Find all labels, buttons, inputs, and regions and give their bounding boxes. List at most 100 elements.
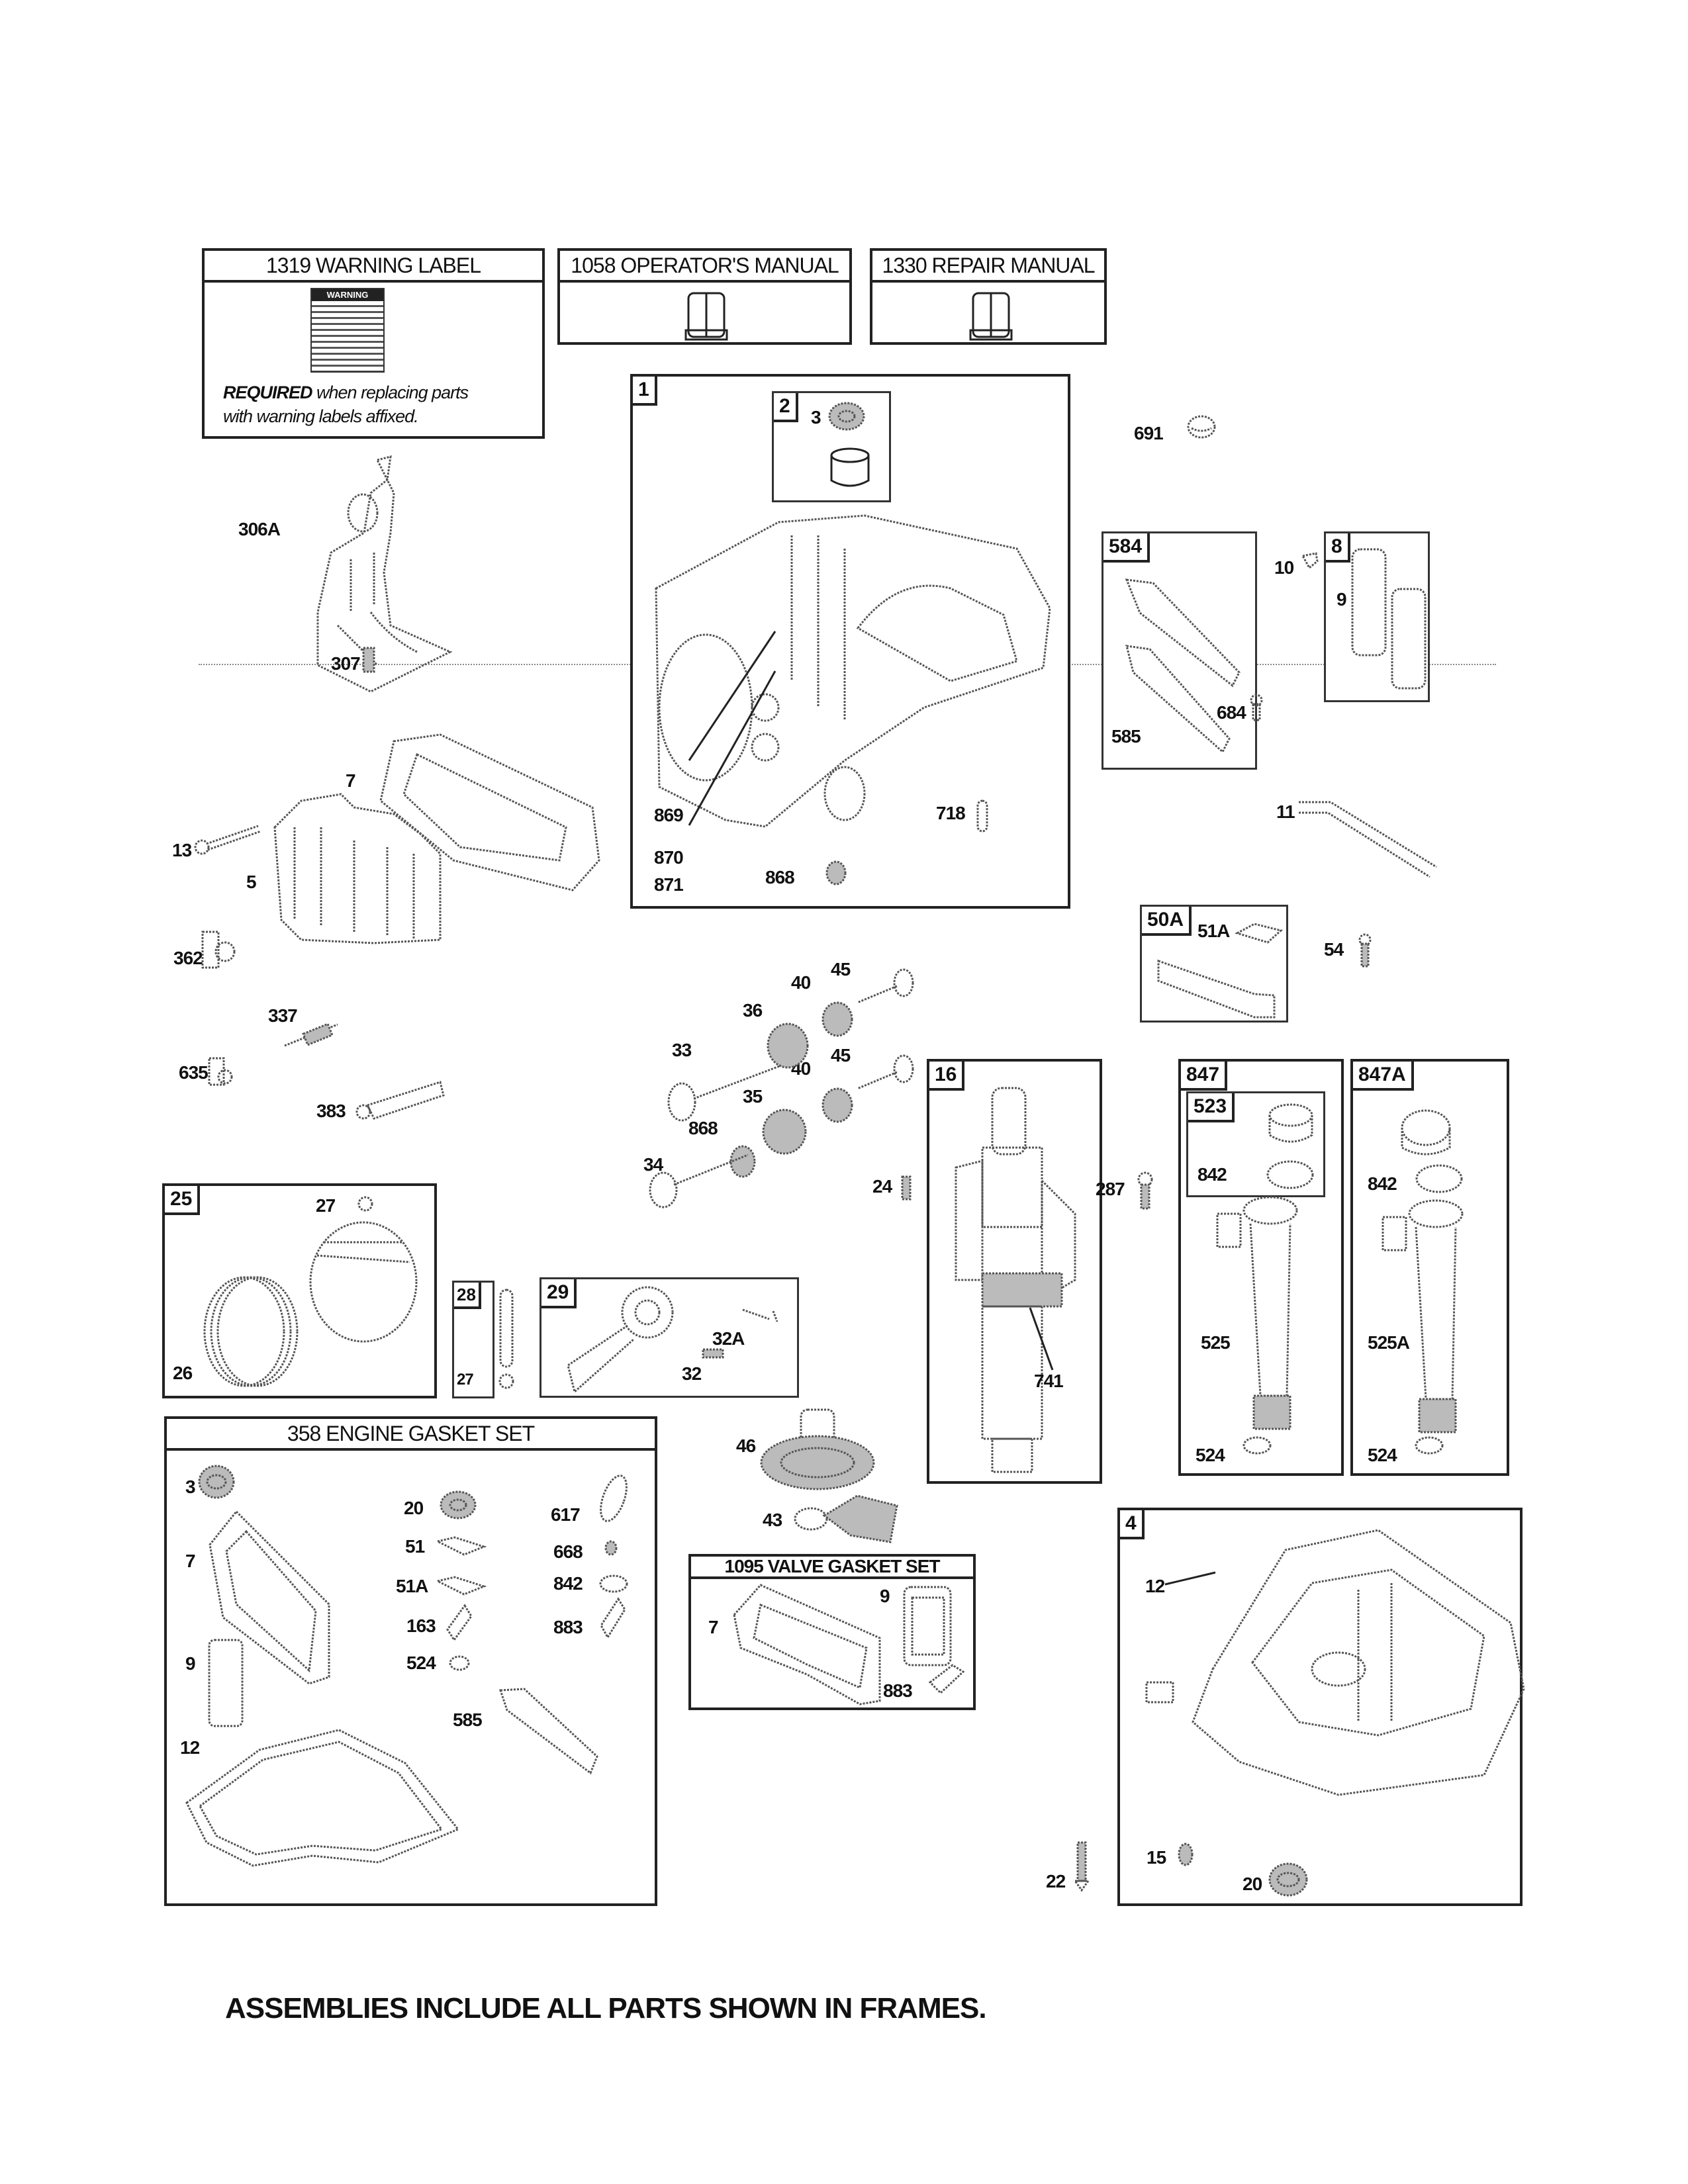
frame-sump-4: 4 12 15 20: [1117, 1508, 1525, 1906]
part-label: 525: [1201, 1332, 1231, 1353]
frame-tube-50a: 50A 51A: [1140, 905, 1288, 1023]
frame-tag: 2: [774, 393, 798, 422]
part-label: 635: [179, 1062, 209, 1083]
frame-tag: 28: [454, 1283, 481, 1309]
breather-cover-drawing: [1351, 548, 1427, 690]
piston-pin-ring-drawing: [357, 1196, 373, 1212]
sump-gasket-drawing: [185, 1729, 460, 1867]
frame-bushing: 2 3: [772, 391, 891, 502]
screw-drawing: [362, 647, 375, 673]
dipstick-cap-drawing: [1268, 1103, 1313, 1143]
frame-tag: 847A: [1353, 1062, 1414, 1091]
part-label: 383: [316, 1101, 346, 1121]
governor-drawing: [794, 1494, 898, 1543]
seal-drawing: [825, 860, 847, 886]
plug-drawing: [1187, 415, 1216, 439]
engine-gasket-set-title: 358 ENGINE GASKET SET: [167, 1419, 655, 1451]
warning-label-title: 1319 WARNING LABEL: [205, 251, 542, 283]
part-label: 45: [831, 959, 851, 979]
crankshaft-drawing: [955, 1087, 1076, 1473]
sump-drawing: [1145, 1529, 1525, 1796]
frame-rod-29: 29 32A 32: [539, 1277, 799, 1398]
part-label: 51A: [1197, 921, 1230, 941]
part-label: 36: [743, 1000, 763, 1021]
part-label: 7: [708, 1617, 719, 1637]
part-label: 362: [173, 948, 203, 968]
screw-drawing: [1358, 933, 1372, 968]
part-label: 20: [404, 1498, 424, 1518]
tube-drawing: [1299, 801, 1437, 878]
part-label: 525A: [1368, 1332, 1410, 1353]
frame-tag: 4: [1120, 1510, 1145, 1539]
part-label: 24: [872, 1176, 892, 1197]
part-label: 585: [453, 1709, 483, 1730]
dipstick-tube-drawing: [1382, 1199, 1464, 1433]
seal-drawing: [198, 1465, 235, 1499]
part-label: 51A: [396, 1576, 428, 1596]
part-label: 43: [763, 1510, 782, 1530]
part-label: 883: [883, 1680, 913, 1701]
head-gasket-drawing: [379, 733, 600, 891]
frame-tag: 16: [929, 1062, 965, 1091]
part-label: 7: [346, 770, 356, 791]
part-label: 718: [936, 803, 966, 823]
cylinder-head-drawing: [273, 793, 442, 944]
frame-tag: 50A: [1142, 907, 1192, 936]
frame-dipstick-847: 847 523 842 525 524: [1178, 1059, 1344, 1476]
connecting-rod-drawing: [567, 1286, 674, 1394]
frame-cylinder: 1 2 3 869 870 871 868 718: [630, 374, 1070, 909]
part-label: 3: [811, 407, 821, 428]
screw-drawing: [1137, 1171, 1153, 1210]
valve-train-drawing: [649, 968, 914, 1208]
part-label: 524: [406, 1653, 436, 1673]
part-label: 868: [765, 867, 795, 887]
frame-tag: 29: [541, 1279, 577, 1308]
leader-lines: [688, 631, 776, 761]
part-label: 691: [1134, 423, 1164, 443]
breather-gasket-drawing: [903, 1586, 952, 1666]
part-label: 842: [1368, 1173, 1397, 1194]
piston-rings-drawing: [203, 1276, 299, 1387]
part-label: 9: [880, 1586, 890, 1606]
rod-bolt-drawing: [742, 1308, 778, 1322]
dipstick-tube-drawing: [1216, 1196, 1298, 1430]
screw-drawing: [1301, 552, 1319, 570]
cylinder-block-drawing: [655, 514, 1051, 828]
head-gasket-drawing: [733, 1584, 881, 1706]
frame-breather-584: 584 585: [1102, 531, 1257, 770]
o-ring-drawing: [600, 1475, 628, 1522]
gasket-drawing: [446, 1604, 473, 1642]
frame-tag: 1: [633, 377, 657, 406]
warning-label-note-line2: with warning labels affixed.: [223, 406, 419, 426]
warning-sticker-icon: WARNING: [310, 288, 385, 373]
part-label: 27: [316, 1195, 336, 1216]
frame-breather-8: 8 9: [1324, 531, 1430, 702]
part-label: 684: [1217, 702, 1246, 723]
o-ring-drawing: [1266, 1160, 1314, 1189]
operators-manual-box: 1058 OPERATOR'S MANUAL: [557, 248, 852, 345]
part-label: 26: [173, 1363, 193, 1383]
book-icon: [684, 292, 728, 341]
piston-drawing: [309, 1221, 418, 1343]
part-label: 883: [553, 1617, 583, 1637]
o-ring-drawing: [1415, 1164, 1463, 1193]
part-label: 617: [551, 1504, 581, 1525]
seal-drawing: [440, 1490, 477, 1520]
part-label: 5: [246, 872, 257, 892]
head-gasket-drawing: [209, 1510, 330, 1685]
part-label: 871: [654, 874, 684, 895]
bushing-drawing: [830, 447, 870, 487]
frame-tag: 8: [1326, 533, 1350, 563]
camshaft-drawing: [760, 1408, 875, 1490]
part-label: 40: [791, 972, 811, 993]
part-label: 842: [553, 1573, 583, 1594]
breather-gasket-drawing: [208, 1639, 244, 1727]
part-label: 15: [1147, 1847, 1166, 1868]
spark-plug-drawing: [284, 1023, 338, 1047]
warning-label-box: 1319 WARNING LABEL WARNING REQUIRED when…: [202, 248, 545, 439]
part-label: 163: [406, 1615, 436, 1636]
frame-tag: 847: [1181, 1062, 1228, 1091]
plug-drawing: [1178, 1843, 1194, 1866]
warning-label-note-line1: when replacing parts: [312, 383, 469, 402]
part-label: 668: [553, 1541, 583, 1562]
